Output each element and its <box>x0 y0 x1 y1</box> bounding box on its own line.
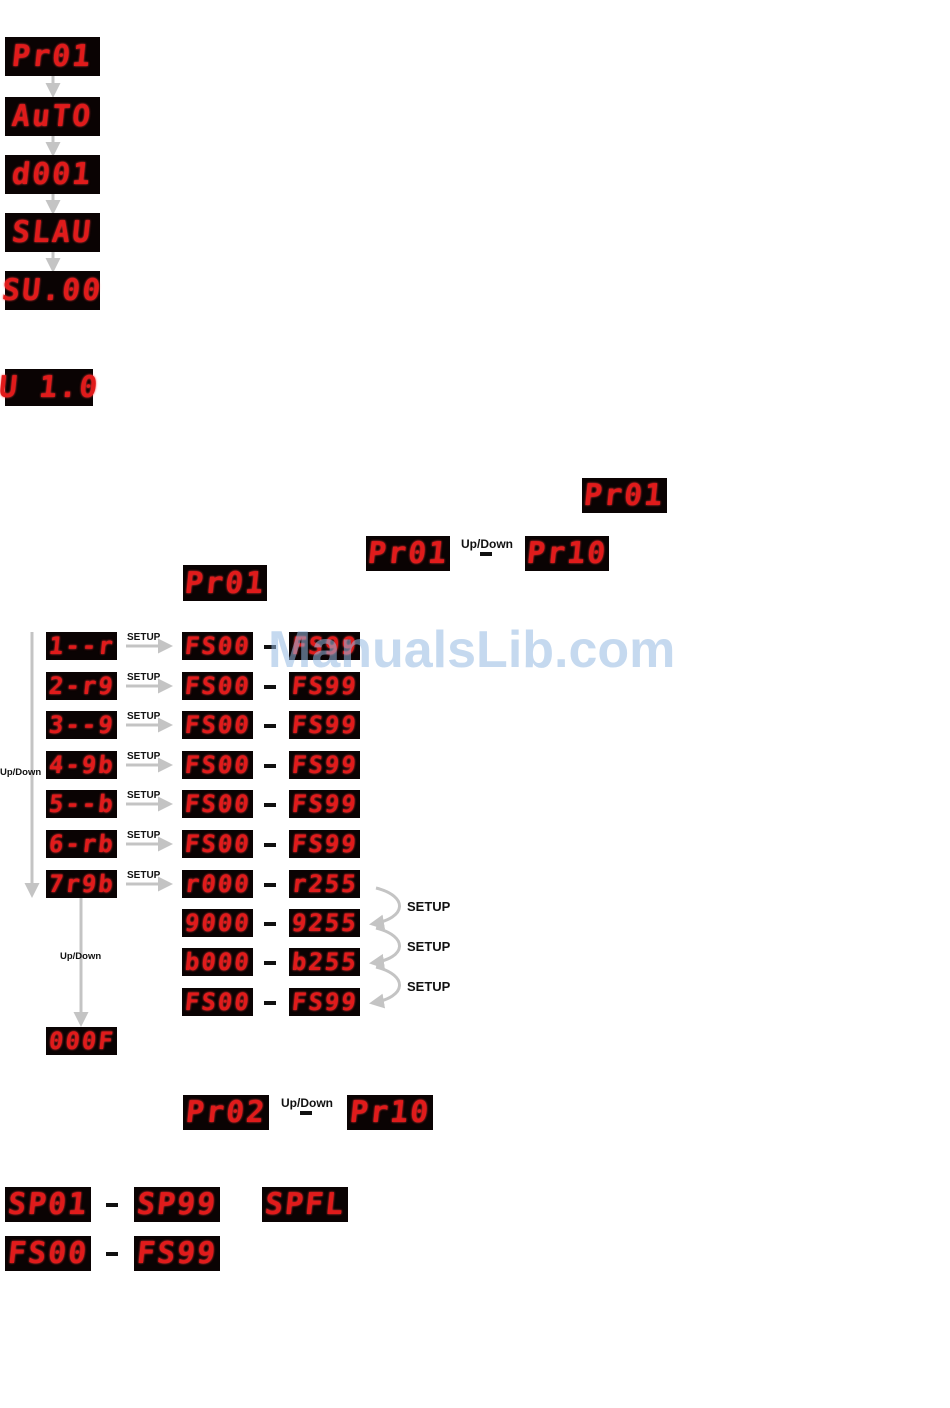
dash-range-2 <box>264 685 276 689</box>
dash-subrange-1 <box>264 922 276 926</box>
dash-range-7 <box>264 883 276 887</box>
label-updown-program2: Up/Down <box>281 1096 333 1110</box>
display-mode-4: 4-9b <box>46 751 117 779</box>
display-mode-7: 7r9b <box>46 870 117 898</box>
dash-range-6 <box>264 843 276 847</box>
display-range-6-to: FS99 <box>289 830 360 858</box>
display-range-2-to: FS99 <box>289 672 360 700</box>
label-updown-bottom: Up/Down <box>60 951 102 962</box>
label-curve-setup-1: SETUP <box>407 899 451 914</box>
display-range-4-to: FS99 <box>289 751 360 779</box>
display-startup-4: SLAU <box>5 213 100 252</box>
display-program2-from: Pr02 <box>183 1095 269 1130</box>
dash-program2-range <box>300 1111 312 1115</box>
display-range-1-from: FS00 <box>182 632 253 660</box>
dash-subrange-3 <box>264 1001 276 1005</box>
display-startup-3: d001 <box>5 155 100 194</box>
display-mode-3: 3--9 <box>46 711 117 739</box>
label-setup-2: SETUP <box>127 672 161 683</box>
display-subrange-3-to: FS99 <box>289 988 360 1016</box>
display-range-3-to: FS99 <box>289 711 360 739</box>
display-program2-to: Pr10 <box>347 1095 433 1130</box>
display-speed-fl: SPFL <box>262 1187 348 1222</box>
display-mode-6: 6-rb <box>46 830 117 858</box>
display-range-6-from: FS00 <box>182 830 253 858</box>
display-mode-5: 5--b <box>46 790 117 818</box>
display-range-1-to: FS99 <box>289 632 360 660</box>
display-speed-from: SP01 <box>5 1187 91 1222</box>
display-mode-2: 2-r9 <box>46 672 117 700</box>
display-program-from: Pr01 <box>366 536 450 571</box>
display-version: U 1.0 <box>0 369 101 406</box>
display-range-5-to: FS99 <box>289 790 360 818</box>
dash-subrange-2 <box>264 961 276 965</box>
dash-range-3 <box>264 724 276 728</box>
dash-range-4 <box>264 764 276 768</box>
display-startup-2: AuTO <box>5 97 100 136</box>
display-subrange-3-from: FS00 <box>182 988 253 1016</box>
label-updown-program: Up/Down <box>461 537 513 551</box>
watermark: ManualsLib.com <box>268 621 676 679</box>
display-program-to: Pr10 <box>525 536 609 571</box>
display-mode-1: 1--r <box>46 632 117 660</box>
label-setup-3: SETUP <box>127 711 161 722</box>
display-000f: 000F <box>46 1027 117 1055</box>
label-setup-5: SETUP <box>127 790 161 801</box>
label-curve-setup-3: SETUP <box>407 979 451 994</box>
display-subrange-1-to: 9255 <box>289 909 360 937</box>
display-program-select: Pr01 <box>183 565 267 601</box>
dash-speed-range <box>106 1203 118 1207</box>
display-startup-5: SU.00 <box>0 271 105 310</box>
display-flash-to: FS99 <box>134 1236 220 1271</box>
display-range-2-from: FS00 <box>182 672 253 700</box>
display-range-5-from: FS00 <box>182 790 253 818</box>
dash-range-5 <box>264 803 276 807</box>
display-range-3-from: FS00 <box>182 711 253 739</box>
dash-range-1 <box>264 645 276 649</box>
label-setup-4: SETUP <box>127 751 161 762</box>
dash-program-range <box>480 552 492 556</box>
display-speed-to: SP99 <box>134 1187 220 1222</box>
label-updown-side: Up/Down <box>0 767 42 778</box>
curve-arrow-2 <box>369 926 401 969</box>
display-subrange-2-to: b255 <box>289 948 360 976</box>
curve-arrow-3 <box>369 965 401 1009</box>
label-curve-setup-2: SETUP <box>407 939 451 954</box>
display-flash-from: FS00 <box>5 1236 91 1271</box>
display-subrange-1-from: 9000 <box>182 909 253 937</box>
display-startup-1: Pr01 <box>5 37 100 76</box>
label-setup-1: SETUP <box>127 632 161 643</box>
label-setup-7: SETUP <box>127 870 161 881</box>
display-program: Pr01 <box>582 478 667 513</box>
display-range-7-to: r255 <box>289 870 360 898</box>
dash-flash-range <box>106 1252 118 1256</box>
display-range-7-from: r000 <box>182 870 253 898</box>
display-range-4-from: FS00 <box>182 751 253 779</box>
label-setup-6: SETUP <box>127 830 161 841</box>
display-subrange-2-from: b000 <box>182 948 253 976</box>
curve-arrow-1 <box>369 886 401 930</box>
